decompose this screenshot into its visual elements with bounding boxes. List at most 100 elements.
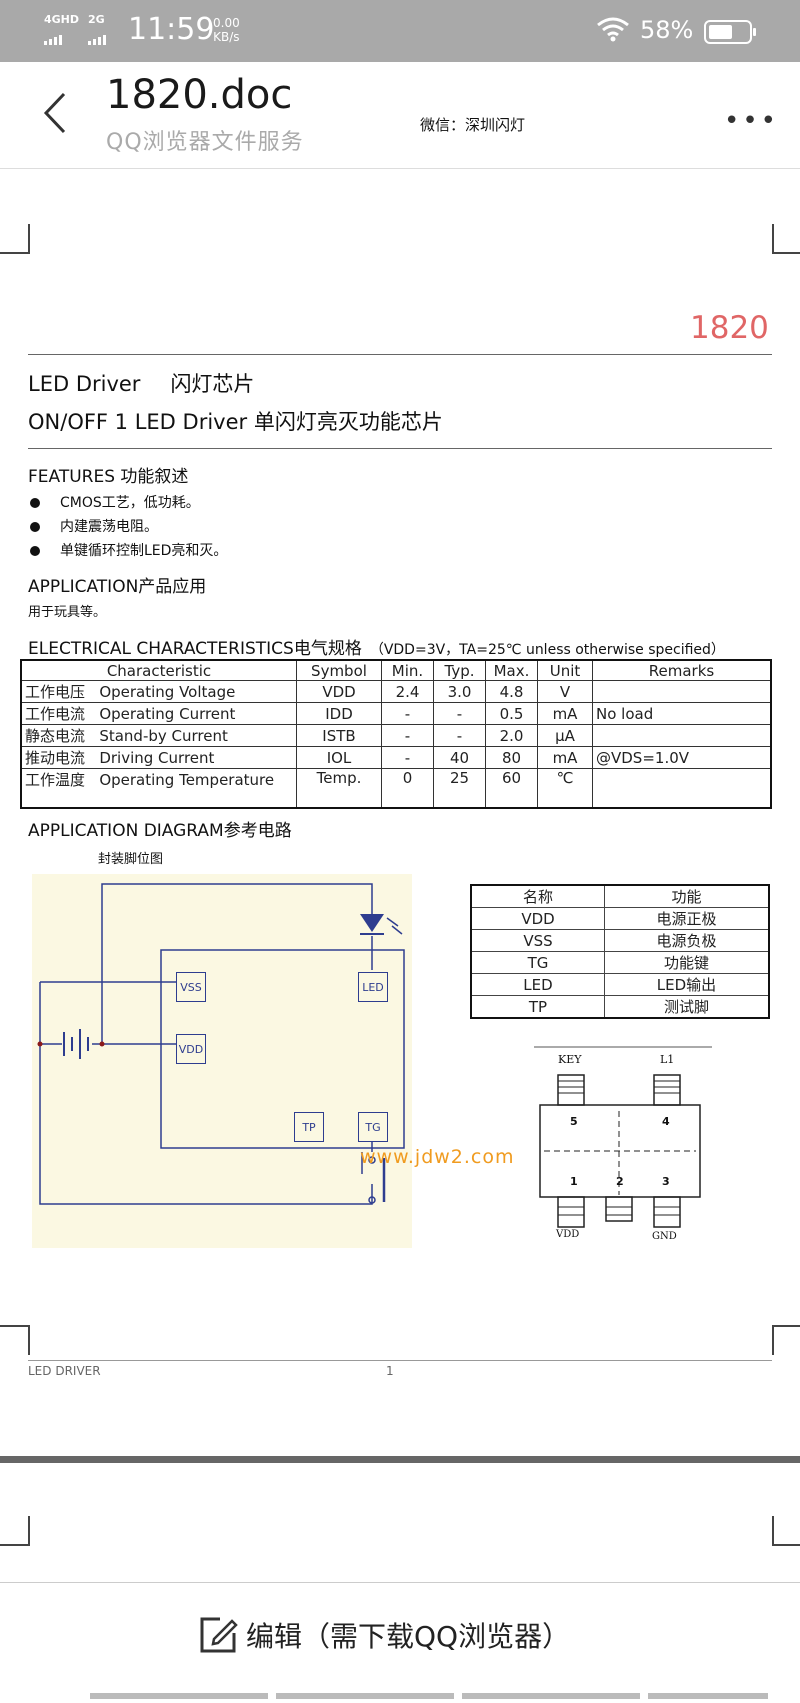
feature-item: CMOS工艺，低功耗。 [30, 492, 200, 512]
table-header: Characteristic [20, 659, 297, 681]
edit-button-label: 编辑（需下载QQ浏览器） [246, 1620, 571, 1653]
package-key-label: KEY [558, 1053, 582, 1066]
package-l1-label: L1 [660, 1053, 675, 1066]
document-subtitle: QQ浏览器文件服务 [106, 130, 304, 155]
page-corner-mark [772, 1325, 800, 1355]
battery-percent: 58% [640, 16, 694, 44]
page-corner-mark [772, 1516, 800, 1546]
table-cell: 推动电流 Driving Current [20, 746, 297, 769]
bottom-toolbar: 编辑（需下载QQ浏览器） [0, 1582, 800, 1699]
electrical-spec-table: Characteristic Symbol Min. Typ. Max. Uni… [20, 659, 772, 809]
table-cell: 0 [381, 768, 434, 809]
tp-pin-box: TP [294, 1112, 324, 1142]
table-cell: - [381, 746, 434, 769]
table-cell: LED输出 [604, 973, 770, 996]
wifi-icon [597, 17, 629, 42]
footer-label: LED DRIVER [28, 1364, 101, 1378]
table-cell [592, 724, 772, 747]
page-header-label: 1820 [690, 310, 769, 346]
table-cell: LED [470, 973, 605, 996]
wechat-label: 微信：深圳闪灯 [420, 116, 526, 134]
package-outline [534, 1046, 712, 1228]
table-cell: ℃ [537, 768, 593, 809]
application-circuit-diagram: VSS VDD LED TP TG [32, 874, 412, 1248]
table-cell: 4.8 [485, 680, 538, 703]
more-menu-button[interactable]: ••• [724, 106, 780, 136]
footer-page-number: 1 [386, 1364, 394, 1378]
table-cell: VDD [470, 907, 605, 930]
package-vdd-label: VDD [556, 1229, 580, 1240]
table-cell: 25 [433, 768, 486, 809]
package-label: 封装脚位图 [98, 852, 164, 867]
table-cell: VSS [470, 929, 605, 952]
table-cell: 2.4 [381, 680, 434, 703]
signal-bars-icon [88, 26, 108, 45]
table-header: Symbol [296, 659, 382, 681]
table-cell: IOL [296, 746, 382, 769]
package-pin-4: 4 [662, 1115, 670, 1128]
table-row: 推动电流 Driving Current IOL - 40 80 mA @VDS… [20, 746, 772, 769]
feature-item: 单键循环控制LED亮和灭。 [30, 540, 227, 560]
electrical-heading: ELECTRICAL CHARACTERISTICS电气规格（VDD=3V，TA… [28, 639, 725, 659]
table-cell: Temp. [296, 768, 382, 809]
table-cell: 40 [433, 746, 486, 769]
divider [28, 354, 772, 355]
document-title: 1820.doc [106, 72, 293, 118]
table-cell: TG [470, 951, 605, 974]
package-gnd-label: GND [652, 1231, 677, 1242]
package-pin-5: 5 [570, 1115, 578, 1128]
table-cell: 静态电流 Stand-by Current [20, 724, 297, 747]
signal-bars-icon [44, 26, 64, 45]
table-header: Min. [381, 659, 434, 681]
table-cell [592, 680, 772, 703]
table-cell: mA [537, 746, 593, 769]
table-cell: 功能键 [604, 951, 770, 974]
table-header: Remarks [592, 659, 772, 681]
app-header: 1820.doc QQ浏览器文件服务 微信：深圳闪灯 ••• [0, 62, 800, 169]
table-cell: ISTB [296, 724, 382, 747]
application-text: 用于玩具等。 [28, 605, 107, 620]
led-pin-box: LED [358, 972, 388, 1002]
table-cell: 0.5 [485, 702, 538, 725]
page-corner-mark [0, 1516, 30, 1546]
table-header: Max. [485, 659, 538, 681]
table-header: 功能 [604, 884, 770, 908]
package-pinout-diagram: KEY L1 5 4 1 2 3 VDD GND [530, 1045, 712, 1245]
package-pin-2: 2 [616, 1175, 624, 1188]
table-cell: TP [470, 995, 605, 1019]
table-cell: - [433, 724, 486, 747]
table-header-row: Characteristic Symbol Min. Typ. Max. Uni… [20, 659, 772, 681]
table-cell: μA [537, 724, 593, 747]
table-cell: 电源正极 [604, 907, 770, 930]
table-cell: - [381, 724, 434, 747]
package-pin-1: 1 [570, 1175, 578, 1188]
table-cell: 80 [485, 746, 538, 769]
tg-pin-box: TG [358, 1112, 388, 1142]
table-cell: V [537, 680, 593, 703]
table-cell: mA [537, 702, 593, 725]
table-header-row: 名称 功能 [470, 884, 770, 908]
page-corner-mark [0, 1325, 30, 1355]
page-corner-mark [0, 224, 30, 254]
table-row: 工作温度 Operating Temperature Temp. 0 25 60… [20, 768, 772, 809]
table-cell: IDD [296, 702, 382, 725]
edit-button[interactable]: 编辑（需下载QQ浏览器） [196, 1613, 570, 1657]
table-row: 工作电流 Operating Current IDD - - 0.5 mA No… [20, 702, 772, 725]
clock: 11:59 [128, 12, 215, 47]
table-row: 工作电压 Operating Voltage VDD 2.4 3.0 4.8 V [20, 680, 772, 703]
table-cell [592, 768, 772, 809]
table-cell: 3.0 [433, 680, 486, 703]
table-header: Typ. [433, 659, 486, 681]
features-heading: FEATURES 功能叙述 [28, 467, 189, 487]
back-arrow-icon[interactable] [36, 88, 76, 138]
application-heading: APPLICATION产品应用 [28, 577, 207, 597]
page-corner-mark [772, 224, 800, 254]
network-type-2g: 2G [88, 13, 105, 26]
